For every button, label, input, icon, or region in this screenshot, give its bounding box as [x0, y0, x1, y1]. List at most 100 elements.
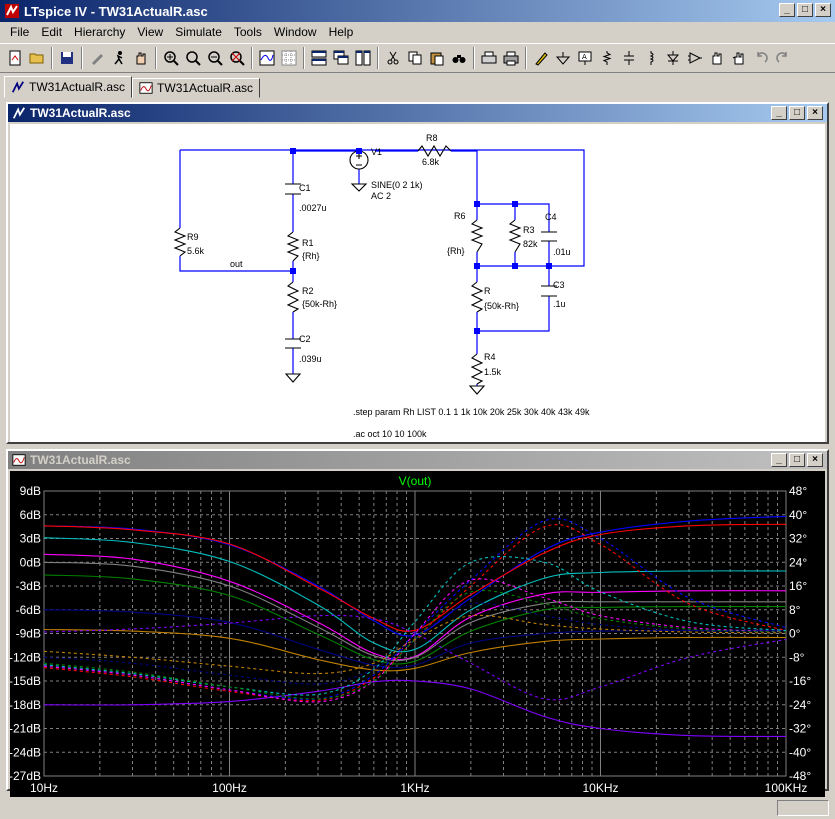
control-panel-icon[interactable] [86, 47, 108, 69]
ground-icon[interactable] [552, 47, 574, 69]
c2-value: .039u [299, 354, 322, 364]
drag-icon[interactable] [728, 47, 750, 69]
undo-icon[interactable] [750, 47, 772, 69]
step-directive: .step param Rh LIST 0.1 1 1k 10k 20k 25k… [353, 407, 590, 417]
x-tick-label: 1KHz [400, 781, 429, 795]
y-left-tick-label: -6dB [16, 603, 41, 617]
move-icon[interactable] [706, 47, 728, 69]
r2-value: {50k-Rh} [302, 299, 337, 309]
maximize-button[interactable]: □ [797, 3, 813, 17]
x-tick-label: 10Hz [30, 781, 58, 795]
x-tick-label: 100KHz [765, 781, 808, 795]
inductor-icon[interactable] [640, 47, 662, 69]
c1-value: .0027u [299, 203, 327, 213]
schematic-window: TW31ActualR.asc _ □ × [6, 102, 829, 444]
tile-horizontal-icon[interactable] [308, 47, 330, 69]
y-right-tick-label: -8° [789, 650, 805, 664]
r1-label: R1 [302, 238, 314, 248]
menu-edit[interactable]: Edit [41, 25, 63, 39]
schematic-close-button[interactable]: × [807, 106, 823, 120]
app-title: LTspice IV - TW31ActualR.asc [24, 3, 208, 19]
y-left-tick-label: 9dB [20, 484, 41, 498]
schematic-drawing: V1 SINE(0 2 1k) AC 2 R8 6.8k C1 .0027u R… [173, 133, 590, 439]
run-icon[interactable] [108, 47, 130, 69]
toolbar-separator [377, 47, 379, 69]
halt-icon[interactable] [130, 47, 152, 69]
menu-file[interactable]: File [10, 25, 30, 39]
toolbar-separator [525, 47, 527, 69]
y-left-tick-label: -27dB [10, 769, 41, 783]
v1-ac: AC 2 [371, 191, 391, 201]
close-button[interactable]: × [815, 3, 831, 17]
y-left-tick-label: 3dB [20, 532, 41, 546]
phase-trace [43, 556, 787, 696]
schematic-window-title-bar: TW31ActualR.asc _ □ × [8, 104, 827, 122]
schematic-minimize-button[interactable]: _ [771, 106, 787, 120]
out-net-label: out [230, 259, 243, 269]
tab-waveform-label: TW31ActualR.asc [157, 81, 254, 95]
menu-tools[interactable]: Tools [233, 25, 262, 39]
y-left-tick-label: -3dB [16, 579, 41, 593]
zoom-in-icon[interactable] [160, 47, 182, 69]
minimize-button[interactable]: _ [779, 3, 795, 17]
y-right-tick-label: -24° [789, 698, 811, 712]
waveform-minimize-button[interactable]: _ [771, 453, 787, 467]
r2-label: R2 [302, 286, 314, 296]
print-icon[interactable] [500, 47, 522, 69]
schematic-maximize-button[interactable]: □ [789, 106, 805, 120]
c3-value: .1u [553, 299, 566, 309]
status-pane [777, 799, 829, 816]
zoom-pan-icon[interactable] [182, 47, 204, 69]
save-icon[interactable] [56, 47, 78, 69]
phase-trace [43, 524, 787, 702]
label-net-icon[interactable]: A [574, 47, 596, 69]
print-setup-icon[interactable] [478, 47, 500, 69]
zoom-fit-icon[interactable] [226, 47, 248, 69]
waveform-icon [139, 82, 153, 94]
component-icon[interactable] [684, 47, 706, 69]
c1-label: C1 [299, 183, 311, 193]
copy-icon[interactable] [404, 47, 426, 69]
y-left-tick-label: -9dB [16, 627, 41, 641]
toolbar-separator [251, 47, 253, 69]
draw-wire-icon[interactable] [530, 47, 552, 69]
menu-hierarchy[interactable]: Hierarchy [74, 25, 126, 39]
tab-schematic[interactable]: TW31ActualR.asc [4, 76, 133, 98]
autorange-icon[interactable] [256, 47, 278, 69]
r6-value: {Rh} [447, 246, 465, 256]
cut-icon[interactable] [382, 47, 404, 69]
menu-help[interactable]: Help [328, 25, 354, 39]
waveform-close-button[interactable]: × [807, 453, 823, 467]
y-left-tick-label: -15dB [10, 674, 41, 688]
phase-trace [43, 589, 787, 700]
capacitor-icon[interactable] [618, 47, 640, 69]
r4-value: 1.5k [484, 367, 502, 377]
open-icon[interactable] [26, 47, 48, 69]
trace-label[interactable]: V(out) [399, 474, 432, 488]
tab-schematic-label: TW31ActualR.asc [29, 80, 126, 94]
y-left-tick-label: 0dB [20, 555, 41, 569]
y-left-tick-label: -12dB [10, 650, 41, 664]
redo-icon[interactable] [772, 47, 794, 69]
menu-window[interactable]: Window [273, 25, 317, 39]
menu-simulate[interactable]: Simulate [175, 25, 222, 39]
paste-icon[interactable] [426, 47, 448, 69]
tab-waveform[interactable]: TW31ActualR.asc [132, 78, 261, 98]
grid-icon[interactable] [278, 47, 300, 69]
r9-value: 5.6k [187, 246, 205, 256]
toolbar-separator [81, 47, 83, 69]
cascade-icon[interactable] [330, 47, 352, 69]
diode-icon[interactable] [662, 47, 684, 69]
schematic-canvas[interactable]: V1 SINE(0 2 1k) AC 2 R8 6.8k C1 .0027u R… [10, 124, 825, 442]
resistor-icon[interactable] [596, 47, 618, 69]
y-right-tick-label: -16° [789, 674, 811, 688]
menu-view[interactable]: View [137, 25, 164, 39]
r1-value: {Rh} [302, 251, 320, 261]
find-icon[interactable] [448, 47, 470, 69]
y-right-tick-label: 40° [789, 508, 807, 522]
waveform-maximize-button[interactable]: □ [789, 453, 805, 467]
zoom-out-icon[interactable] [204, 47, 226, 69]
new-schematic-icon[interactable] [4, 47, 26, 69]
tile-vertical-icon[interactable] [352, 47, 374, 69]
